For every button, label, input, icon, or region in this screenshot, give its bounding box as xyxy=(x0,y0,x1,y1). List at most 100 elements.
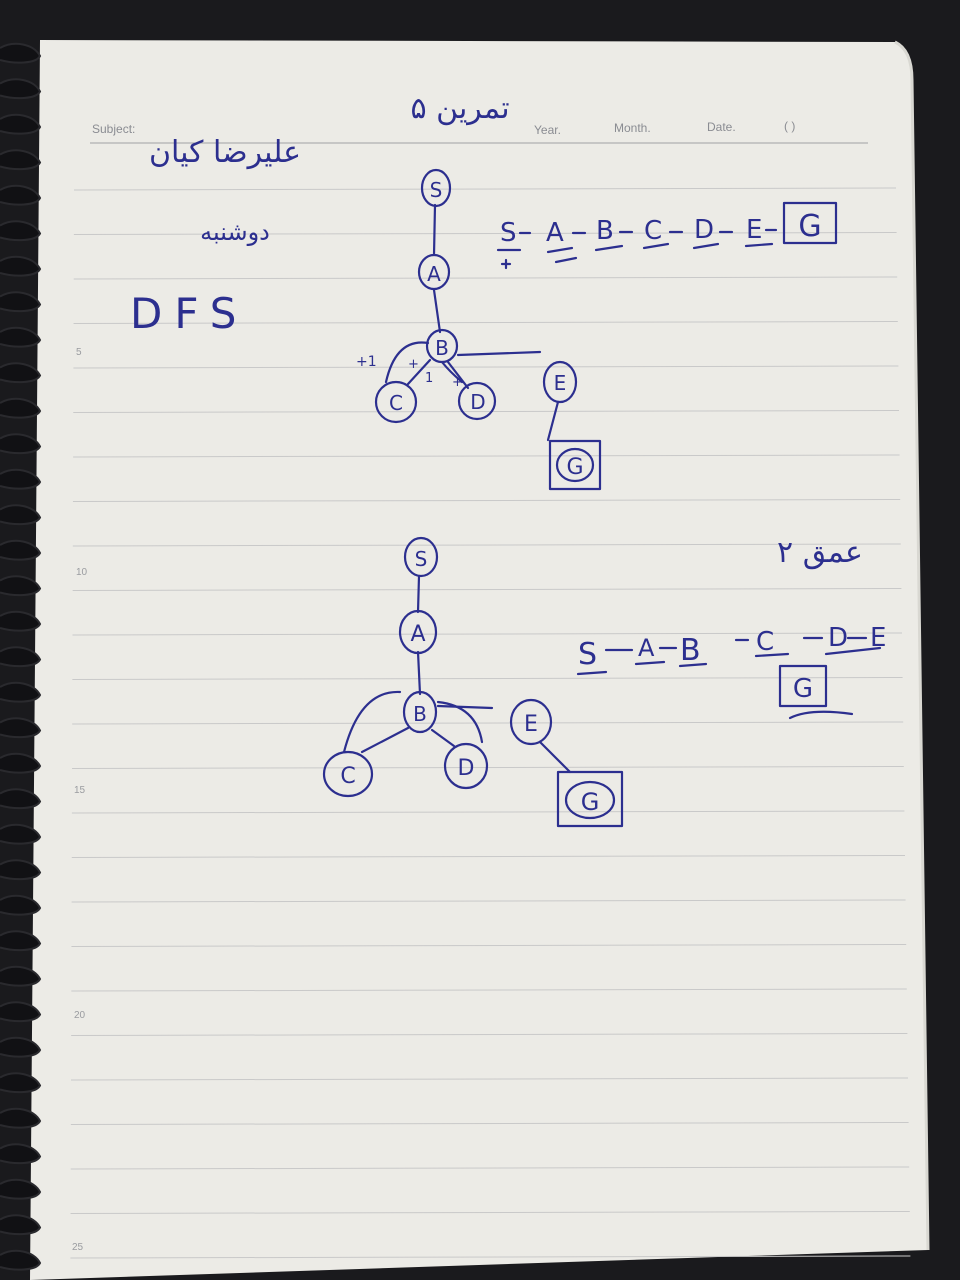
tree2-edge-b-e xyxy=(436,704,494,710)
binding-ring xyxy=(0,610,42,632)
binding-ring xyxy=(0,823,42,845)
ruled-line xyxy=(72,499,901,502)
ruled-line xyxy=(72,632,903,636)
binding-ring xyxy=(0,788,42,810)
binding-ring xyxy=(0,1072,42,1094)
binding-ring xyxy=(0,717,42,739)
binding-ring xyxy=(0,752,42,774)
binding-ring xyxy=(0,539,42,561)
ruled-line xyxy=(71,944,907,947)
path1-g: G xyxy=(798,209,821,244)
tree2-node-c: C xyxy=(322,750,374,798)
ruled-line xyxy=(70,1211,910,1214)
binding-ring xyxy=(0,1249,42,1271)
path2-goal-underline xyxy=(788,710,854,720)
path2-d: D xyxy=(828,623,848,653)
tree1-backtrack-arc xyxy=(384,341,430,384)
tree1-edge-b-e xyxy=(456,350,542,357)
tree1-edge-s-a xyxy=(432,203,437,257)
tree1-node-s: S xyxy=(420,168,452,208)
binding-ring xyxy=(0,184,42,206)
path1-e: E xyxy=(746,215,762,245)
ruled-line xyxy=(73,454,900,458)
binding-ring xyxy=(0,149,42,171)
tree1-traverse-arc xyxy=(440,360,464,384)
tree2-node-s-label: S xyxy=(415,547,428,571)
binding-ring xyxy=(0,965,42,987)
tree1-mark-1: +1 xyxy=(356,354,377,370)
ruled-line xyxy=(72,543,901,547)
tree2-node-e-label: E xyxy=(524,712,538,737)
binding-ring xyxy=(0,397,42,419)
binding-ring xyxy=(0,220,42,242)
ruled-line xyxy=(71,899,906,903)
ruled-line xyxy=(72,588,902,591)
path2-e: E xyxy=(870,623,886,653)
binding-ring xyxy=(0,504,42,526)
tree2-node-c-label: C xyxy=(340,764,355,789)
path2-g: G xyxy=(793,674,813,704)
ruled-line xyxy=(72,721,904,725)
binding-ring xyxy=(0,291,42,313)
ruled-line xyxy=(70,1122,909,1125)
binding-ring xyxy=(0,113,42,135)
tree2-node-g-label: G xyxy=(581,788,600,816)
binding-ring xyxy=(0,326,42,348)
tree2-node-a-label: A xyxy=(410,622,425,647)
handwritten-name: علیرضا کیان xyxy=(149,135,301,170)
date-label: Date. xyxy=(707,120,736,134)
tree2-node-a: A xyxy=(398,609,438,655)
tree1-edge-b-d xyxy=(446,360,470,390)
path2-dashes xyxy=(576,636,882,676)
tree1-mark-4: + xyxy=(452,375,463,390)
tree-diagram-2: S A B C D E G xyxy=(322,536,624,828)
ruled-line xyxy=(70,1077,909,1081)
tree1-node-c: C xyxy=(374,380,418,424)
tree2-node-d-label: D xyxy=(458,756,475,781)
month-label: Month. xyxy=(614,121,651,135)
path2-b: B xyxy=(680,633,701,668)
path2-a: A xyxy=(638,634,655,662)
ruled-line xyxy=(70,1166,910,1170)
path1-b: B xyxy=(596,216,614,246)
tree2-node-g-goal: G xyxy=(556,770,624,828)
ruled-line xyxy=(71,855,906,858)
ruled-line xyxy=(73,365,899,369)
tree1-edges xyxy=(384,203,560,442)
tree1-node-e-label: E xyxy=(554,371,567,395)
binding-ring xyxy=(0,1214,42,1236)
binding-ring xyxy=(0,1143,42,1165)
binding-ring xyxy=(0,255,42,277)
tree2-node-b: B xyxy=(402,690,438,734)
page-edge xyxy=(894,40,930,1251)
dfs-path-sequence-1: S A B C D E G xyxy=(496,201,838,270)
path1-d: D xyxy=(694,215,714,245)
tree2-edge-b-c xyxy=(360,726,410,754)
handwritten-day: دوشنبه xyxy=(200,218,270,246)
ruled-line xyxy=(71,810,905,814)
tree1-mark-2: + xyxy=(408,357,419,372)
binding-ring xyxy=(0,42,42,64)
binding-ring xyxy=(0,859,42,881)
subject-label: Subject: xyxy=(92,122,135,136)
handwritten-depth-label: عمق ۲ xyxy=(777,535,863,570)
ruled-line xyxy=(73,321,898,324)
tree1-node-b-label: B xyxy=(435,336,449,360)
tree2-traverse-arc xyxy=(436,700,484,744)
path1-s: S xyxy=(500,218,517,248)
tree2-node-b-label: B xyxy=(413,702,427,726)
tree1-node-d: D xyxy=(457,381,497,421)
tree2-backtrack-arc xyxy=(342,690,402,754)
binding-ring xyxy=(0,362,42,384)
handwritten-dfs-label: DFS xyxy=(130,289,248,338)
tree1-node-c-label: C xyxy=(389,391,403,415)
year-label: Year. xyxy=(534,123,561,137)
ruled-line xyxy=(73,232,897,235)
tree1-node-a: A xyxy=(417,253,451,291)
path1-dashes xyxy=(496,228,778,270)
binding-ring xyxy=(0,930,42,952)
spiral-binding xyxy=(0,42,42,1271)
binding-ring xyxy=(0,1001,42,1023)
path2-s: S xyxy=(578,637,597,672)
